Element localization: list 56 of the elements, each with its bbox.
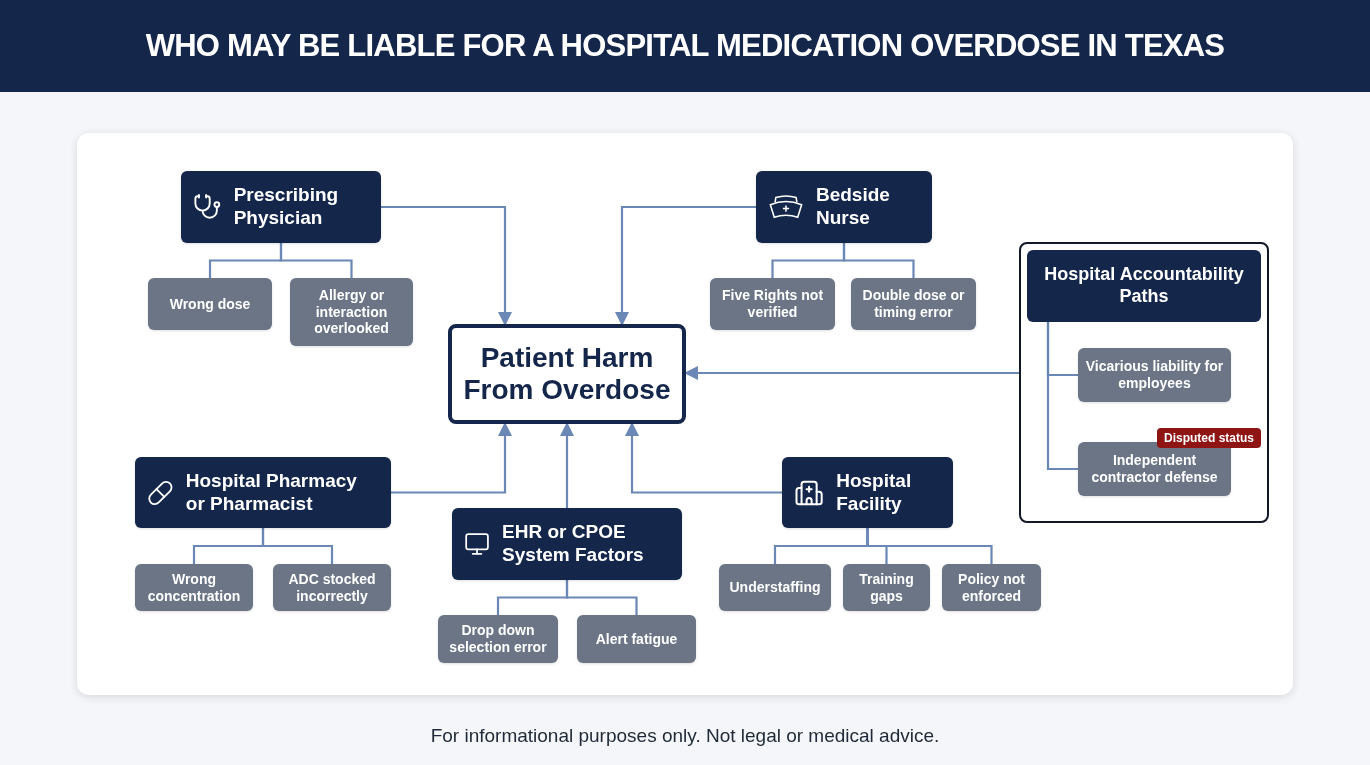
outcome-box — [448, 324, 686, 424]
connector-line — [279, 243, 353, 278]
cause-box — [148, 278, 272, 330]
box-label: Five Rights not verified — [720, 287, 825, 321]
box-label: Independent contractor defense — [1090, 452, 1219, 486]
cause-box — [942, 564, 1041, 611]
box-label: Training gaps — [858, 570, 915, 605]
box-label: Allergy or interaction overlooked — [313, 286, 390, 338]
box-label: Bedside Nurse — [815, 184, 891, 230]
title: WHO MAY BE LIABLE FOR A HOSPITAL MEDICATION OVERDOSE IN TEXAS — [145, 26, 1225, 65]
cause-box — [851, 278, 976, 330]
box-label: Wrong dose — [169, 295, 251, 313]
cause-box — [577, 615, 696, 663]
group-heading-box — [1027, 250, 1261, 322]
box-label: Disputed status — [1164, 432, 1254, 444]
arrow — [615, 205, 756, 326]
box-label: Double dose or timing error — [861, 287, 966, 321]
party-box — [181, 171, 381, 243]
connector-line — [565, 580, 638, 615]
arrow — [625, 422, 782, 494]
box-label: EHR or CPOE System Factors — [502, 521, 645, 567]
cause-box — [135, 564, 253, 611]
caption: For informational purposes only. Not legal or medical advice. — [429, 724, 941, 748]
cause-box — [710, 278, 835, 330]
box-label: Prescribing Physician — [233, 184, 340, 230]
connector-line — [261, 528, 334, 564]
box-label: Hospital Pharmacy or Pharmacist — [185, 469, 358, 516]
status-badge — [1157, 428, 1261, 448]
box-label: Alert fatigue — [595, 630, 678, 648]
cause-box — [1078, 348, 1231, 402]
cause-box — [273, 564, 391, 611]
arrow — [684, 366, 1019, 380]
box-label: Hospital Facility — [836, 469, 913, 516]
party-box — [756, 171, 932, 243]
arrow — [391, 422, 512, 494]
connector-line — [842, 243, 915, 278]
box-label: Hospital Accountability Paths — [1043, 264, 1245, 308]
cause-box — [843, 564, 930, 611]
arrow — [560, 422, 574, 508]
box-label: Vicarious liability for employees — [1084, 358, 1225, 392]
party-box — [452, 508, 682, 580]
connector-line — [1046, 322, 1078, 471]
party-box — [782, 457, 953, 528]
box-label: ADC stocked incorrectly — [287, 570, 377, 605]
group-panel — [1019, 242, 1269, 523]
cause-box — [719, 564, 831, 611]
box-label: Understaffing — [729, 579, 821, 596]
box-label: Patient Harm From Overdose — [462, 341, 672, 407]
party-box — [135, 457, 391, 528]
connector-line — [866, 528, 993, 564]
arrow — [381, 205, 512, 326]
box-label: Wrong concentration — [146, 570, 242, 605]
box-label: Policy not enforced — [957, 570, 1026, 605]
cause-box — [290, 278, 413, 346]
box-label: Drop down selection error — [448, 622, 548, 656]
cause-box — [438, 615, 558, 663]
